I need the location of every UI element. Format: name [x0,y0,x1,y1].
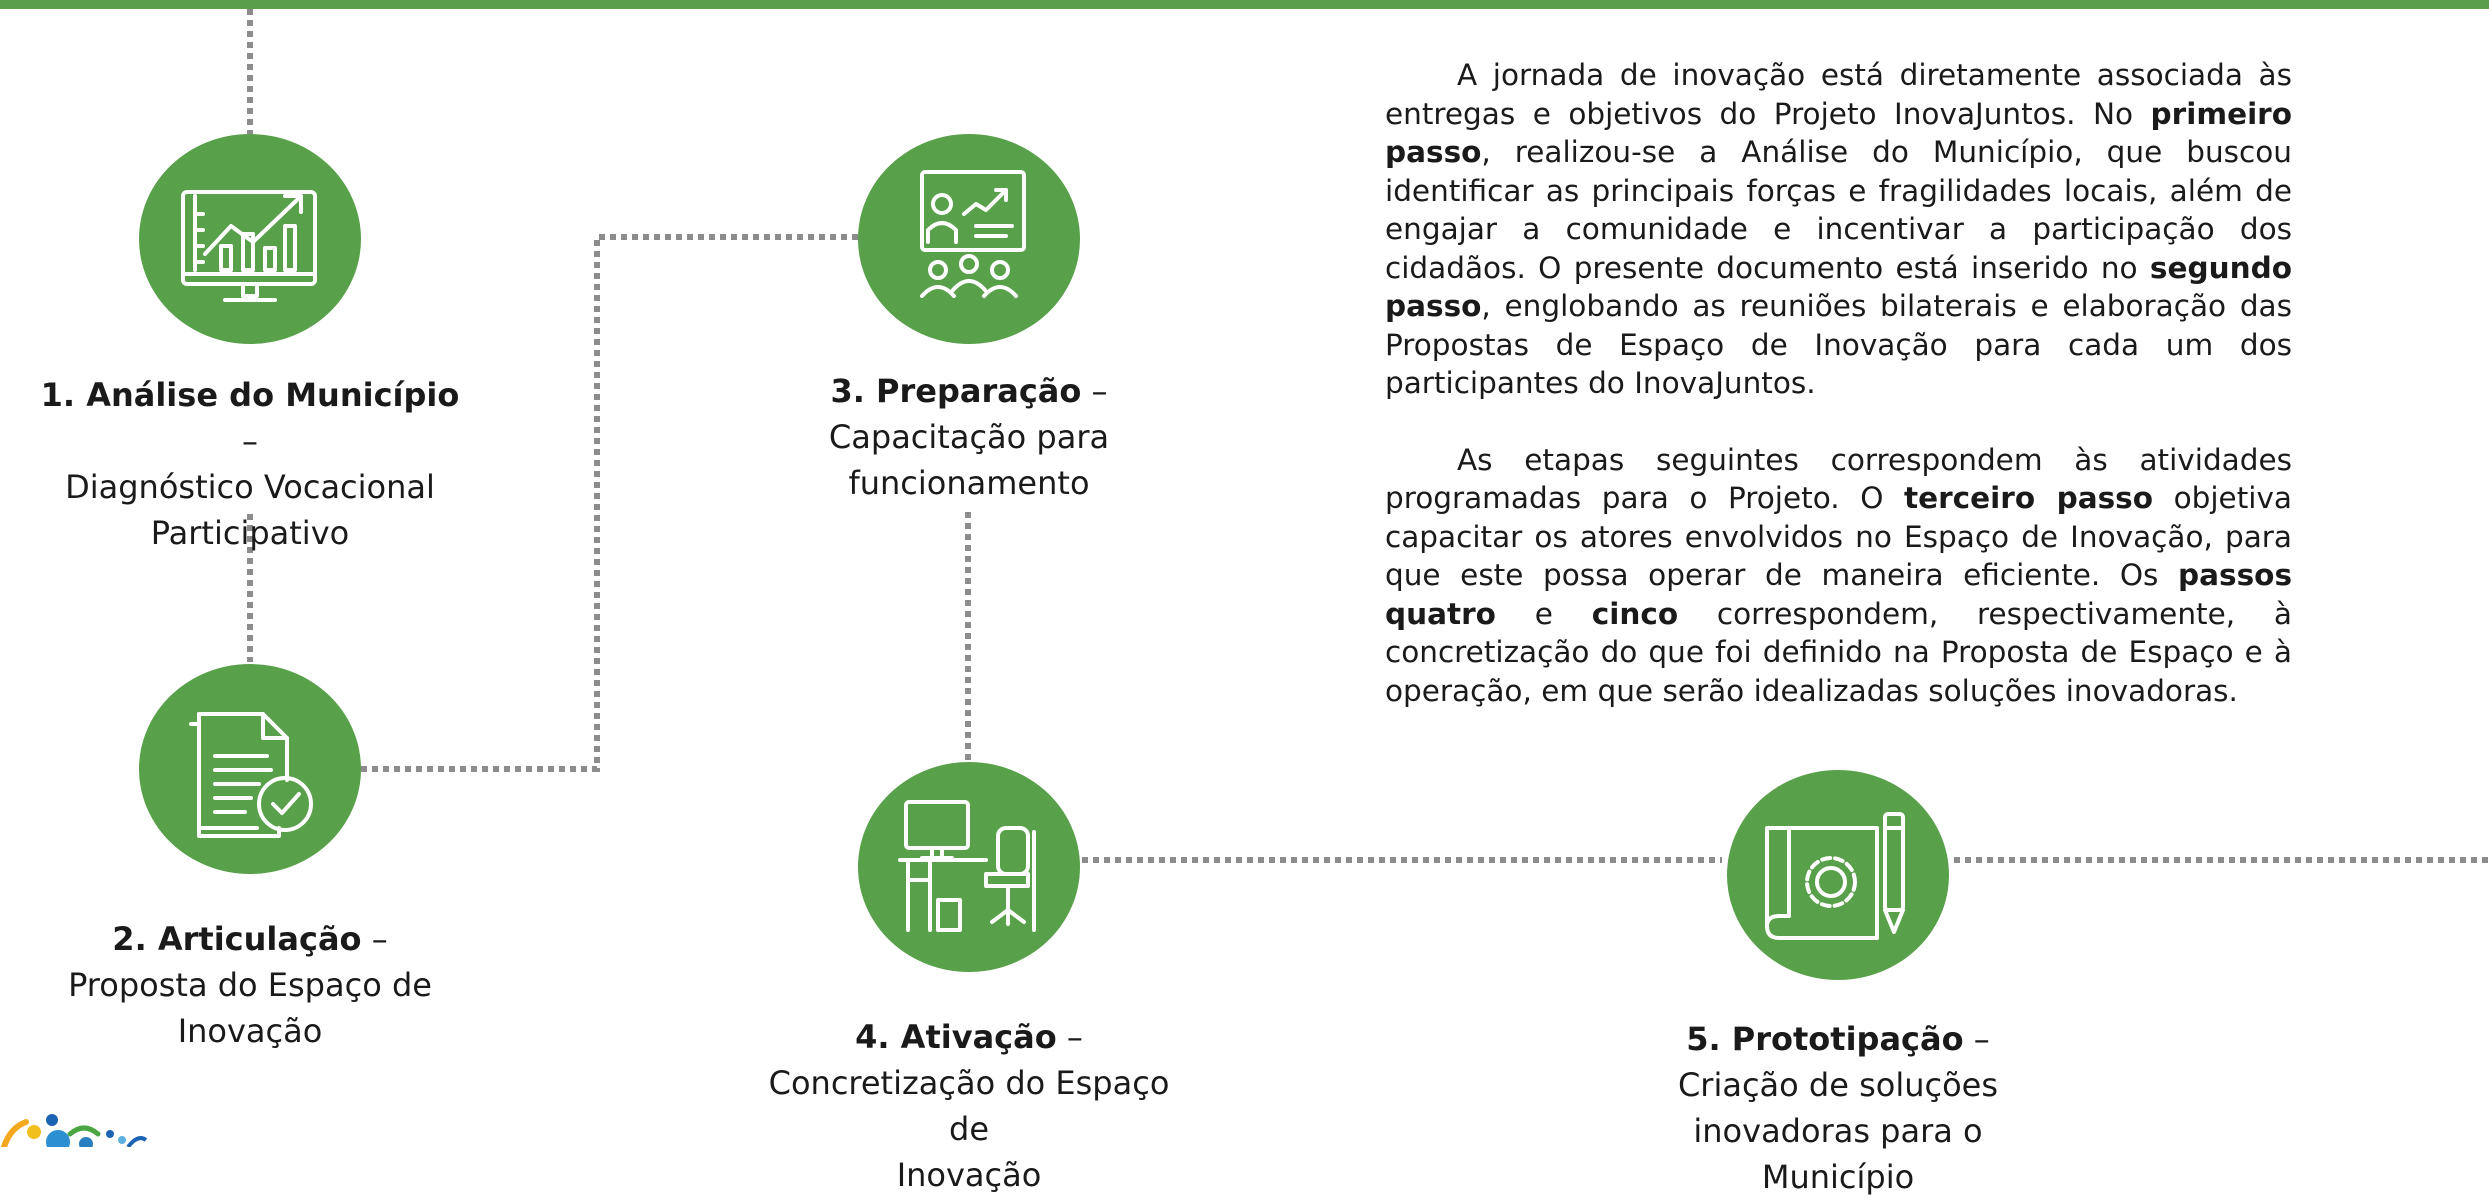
step-4-dash: – [1056,1018,1083,1056]
paragraph-1-bold-b: segundo passo [1385,250,2292,324]
paragraph-2: As etapas seguintes correspondem às ativ… [1385,441,2292,711]
step-1-dash: – [242,422,258,460]
paragraph-2-bold-b: passos quatro [1385,558,2292,631]
blueprint-gear-icon [1765,812,1905,940]
step-2-title: 2. Articulação [112,920,362,958]
step-5-dash: – [1963,1020,1990,1058]
step-1-circle [139,134,361,344]
paragraph-2-text-b: objetiva capacitar os atores envolvidos … [1385,481,2292,592]
description-text: A jornada de inovação está diretamente a… [1385,56,2292,710]
step-5-subtitle-line2: inovadoras para o Município [1693,1112,1983,1196]
paragraph-1: A jornada de inovação está diretamente a… [1385,56,2292,403]
paragraph-1-text-a: A jornada de inovação está diretamente a… [1385,58,2292,131]
step-5-circle [1727,770,1949,980]
step-5-title: 5. Prototipação [1686,1020,1964,1058]
step-3-label: 3. Preparação – Capacitação para funcion… [749,368,1189,506]
paragraph-2-text-d: correspondem, respectivamente, à concret… [1385,596,2293,708]
step-2-circle [139,664,361,874]
step-3-title: 3. Preparação [830,372,1082,410]
step-2-subtitle-line1: Proposta do Espaço de Inovação [68,966,432,1050]
step-1-label: 1. Análise do Município – Diagnóstico Vo… [30,372,470,556]
step-1-subtitle-line1: Diagnóstico Vocacional [65,468,435,506]
step-5-label: 5. Prototipação – Criação de soluções in… [1618,1016,2058,1200]
step-3-circle [858,134,1080,344]
logo-partial [1,1114,148,1147]
step-1-subtitle-line2: Participativo [150,514,350,552]
step-3-subtitle-line2: funcionamento [848,464,1090,502]
step-4-subtitle-line2: Inovação [896,1156,1042,1194]
paragraph-1-text-c: , englobando as reuniões bilaterais e el… [1385,289,2292,400]
step-2-dash: – [361,920,388,958]
step-4-subtitle-line1: Concretização do Espaço de [768,1064,1170,1148]
paragraph-1-bold-a: primeiro passo [1385,96,2292,170]
paragraph-2-bold-c: cinco [1591,596,1679,631]
presentation-audience-icon [920,170,1026,298]
paragraph-2-bold-a: terceiro passo [1904,481,2153,515]
step-3-dash: – [1081,372,1108,410]
top-accent-bar [0,0,2489,9]
step-2-label: 2. Articulação – Proposta do Espaço de I… [0,916,500,1054]
desk-workstation-icon [898,800,1036,932]
document-check-icon [189,712,313,838]
step-5-subtitle-line1: Criação de soluções [1677,1066,1999,1104]
step-4-title: 4. Ativação [855,1018,1057,1056]
step-4-circle [858,762,1080,972]
monitor-chart-icon [181,190,317,302]
step-3-subtitle-line1: Capacitação para [828,418,1110,456]
paragraph-2-text-a: As etapas seguintes correspondem às ativ… [1385,442,2292,516]
step-4-label: 4. Ativação – Concretização do Espaço de… [749,1014,1189,1198]
step-connectors [247,9,2489,863]
paragraph-1-text-b: , realizou-se a Análise do Município, qu… [1385,135,2292,285]
step-1-title: 1. Análise do Município [40,376,460,414]
paragraph-2-text-c: e [1495,596,1592,631]
